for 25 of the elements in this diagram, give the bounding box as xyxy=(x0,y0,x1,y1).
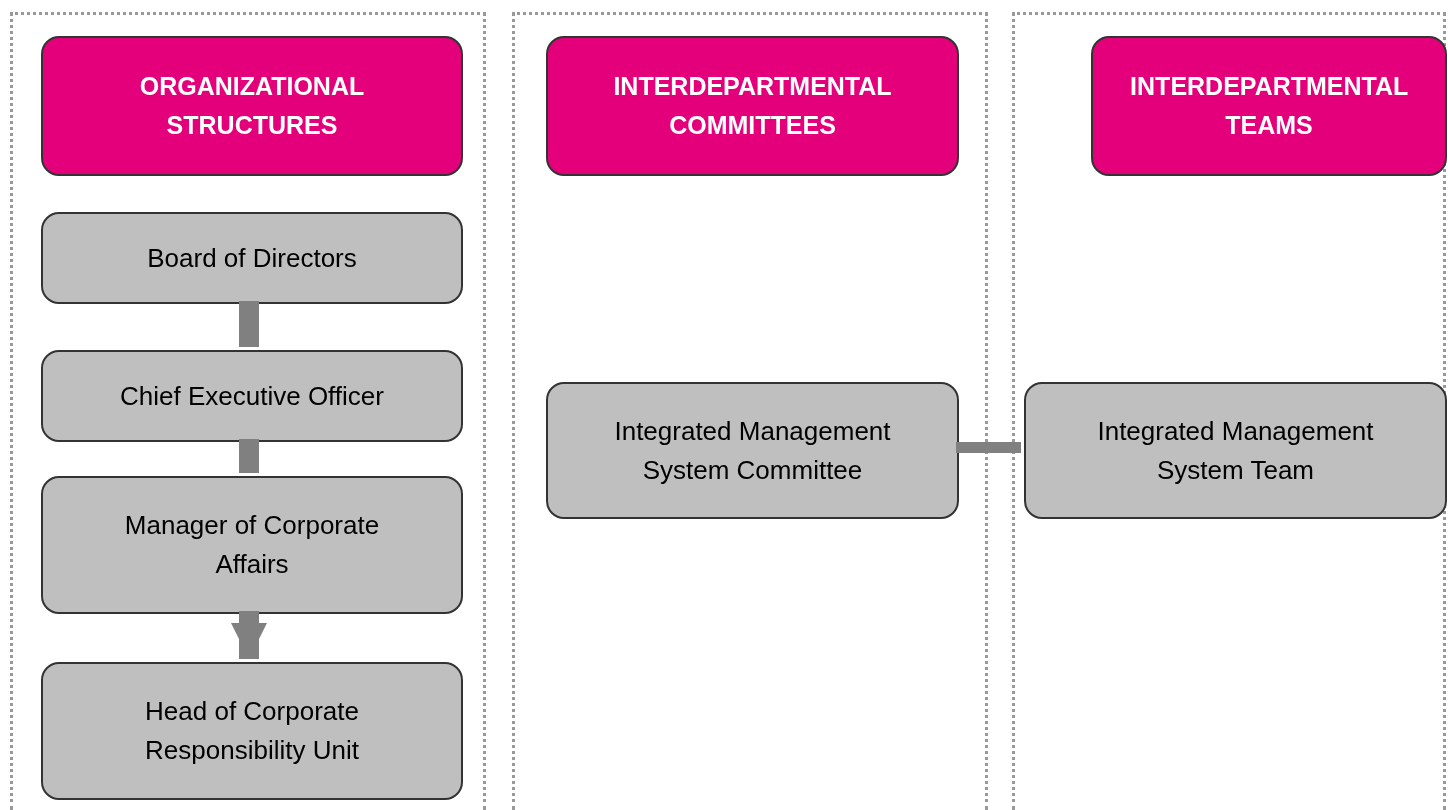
heading-box xyxy=(546,36,959,176)
heading-text: ORGANIZATIONAL STRUCTURES xyxy=(138,71,366,141)
role-box xyxy=(41,476,463,614)
column-panel xyxy=(10,12,486,810)
column-panel xyxy=(1012,12,1446,810)
role-box xyxy=(41,662,463,800)
heading-text: INTERDEPARTMENTAL COMMITTEES xyxy=(612,71,893,141)
arrow xyxy=(231,611,267,659)
heading-box xyxy=(1091,36,1447,176)
connector-line xyxy=(956,442,1021,453)
heading-text: INTERDEPARTMENTAL TEAMS xyxy=(1130,71,1408,141)
heading-box xyxy=(41,36,463,176)
role-box xyxy=(1024,382,1447,519)
role-box xyxy=(41,350,463,442)
role-label: Integrated Management System Committee xyxy=(613,414,892,487)
role-label: Manager of Corporate Affairs xyxy=(123,509,381,581)
role-box xyxy=(546,382,959,519)
role-box xyxy=(41,212,463,304)
connector-line xyxy=(239,439,259,473)
role-label: Board of Directors xyxy=(147,241,357,275)
role-label: Integrated Management System Team xyxy=(1096,414,1375,487)
column-panel xyxy=(512,12,988,810)
connector-line xyxy=(239,301,259,347)
role-label: Chief Executive Officer xyxy=(120,379,384,413)
role-label: Head of Corporate Responsibility Unit xyxy=(144,695,360,767)
